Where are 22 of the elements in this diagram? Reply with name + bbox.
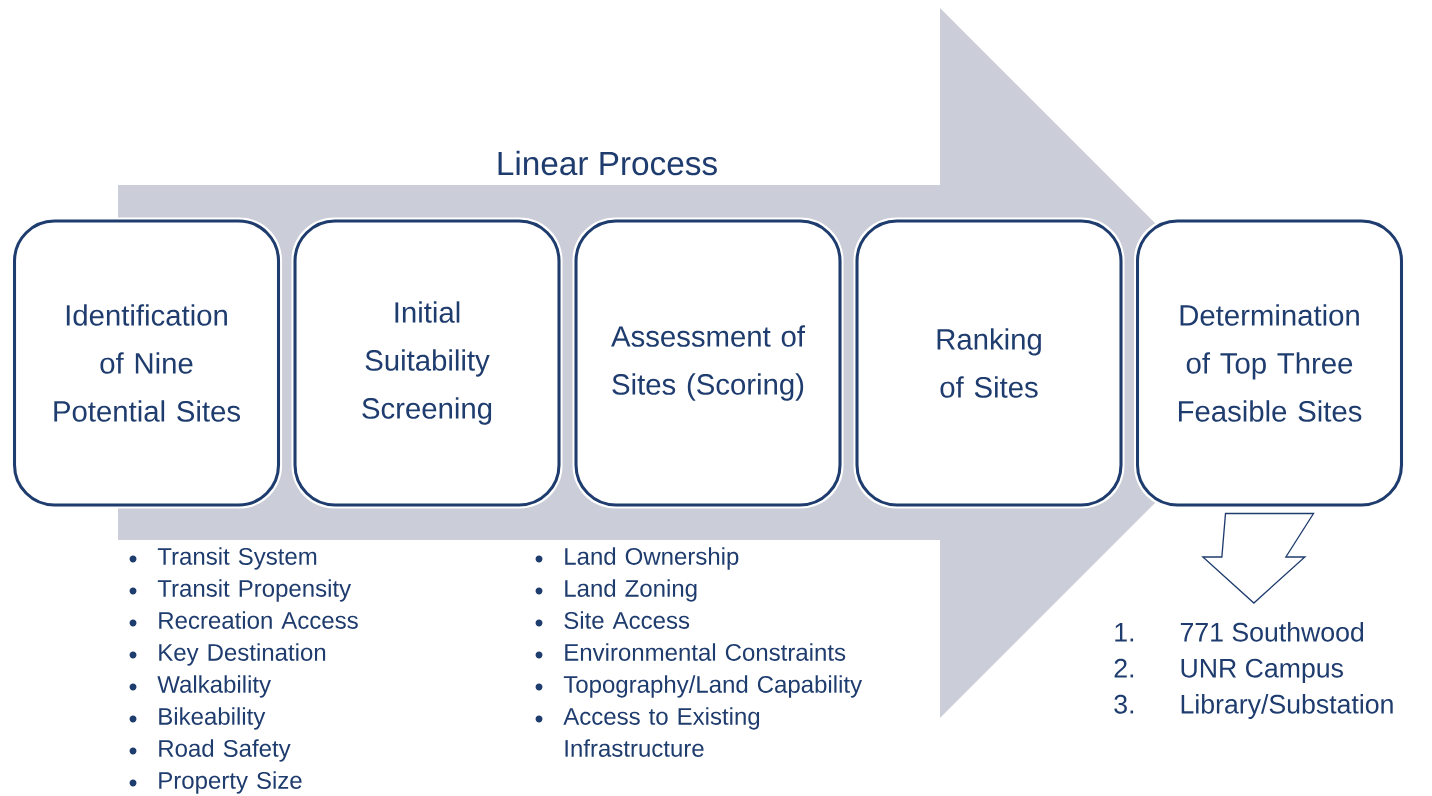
process-box: Initial Suitability Screening: [293, 219, 561, 507]
bullet-item: Environmental Constraints: [535, 643, 846, 661]
bullet-item: Walkability: [129, 675, 271, 698]
bullet-item: Key Destination: [129, 643, 326, 666]
bullet-item: Access to Existing Infrastructure: [535, 707, 760, 757]
process-box: Determination of Top Three Feasible Sites: [1135, 219, 1404, 507]
bullet-item: Land Ownership: [535, 547, 739, 570]
process-box: Identification of Nine Potential Sites: [12, 219, 281, 507]
result-list: 1. 771 Southwood 2. UNR Campus 3. Library/Substation: [1114, 622, 1393, 719]
bullet-item: Property Size: [129, 771, 302, 794]
bullet-item: Recreation Access: [129, 611, 358, 629]
bullet-item: Transit System: [129, 547, 317, 570]
process-box: Ranking of Sites: [855, 219, 1123, 507]
process-box: Assessment of Sites (Scoring): [574, 219, 842, 507]
bullet-item: Site Access: [535, 611, 690, 629]
bullet-item: Land Zoning: [535, 579, 697, 602]
bullet-item: Bikeability: [129, 707, 266, 730]
bullet-item: Road Safety: [129, 739, 291, 762]
block-arrow: [1201, 512, 1315, 604]
bullet-item: Transit Propensity: [129, 579, 352, 602]
title: Linear Process: [498, 150, 717, 176]
bullet-item: Topography/Land Capability: [535, 675, 863, 698]
